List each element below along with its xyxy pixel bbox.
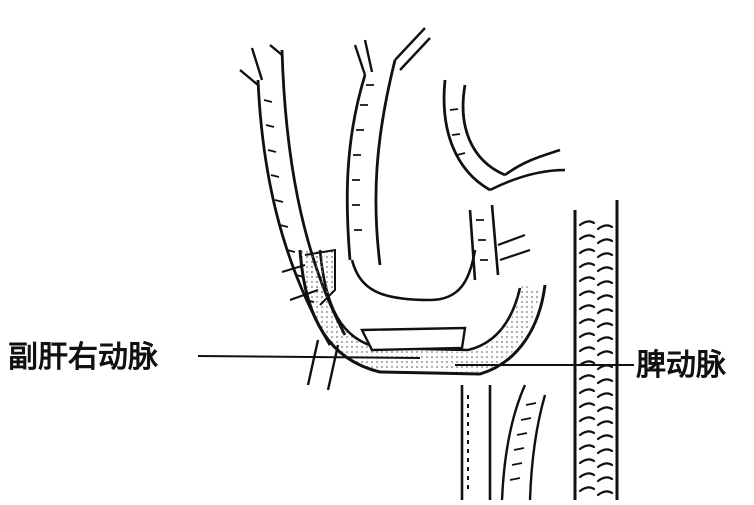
celiac-trunk — [462, 385, 490, 500]
aorta — [575, 200, 617, 500]
left-hepatic-artery — [347, 28, 475, 300]
right-upper-branches — [444, 80, 565, 280]
small-branch — [502, 385, 545, 500]
label-accessory-right-hepatic-artery: 副肝右动脉 — [8, 343, 158, 373]
label-splenic-artery: 脾动脉 — [636, 351, 726, 381]
